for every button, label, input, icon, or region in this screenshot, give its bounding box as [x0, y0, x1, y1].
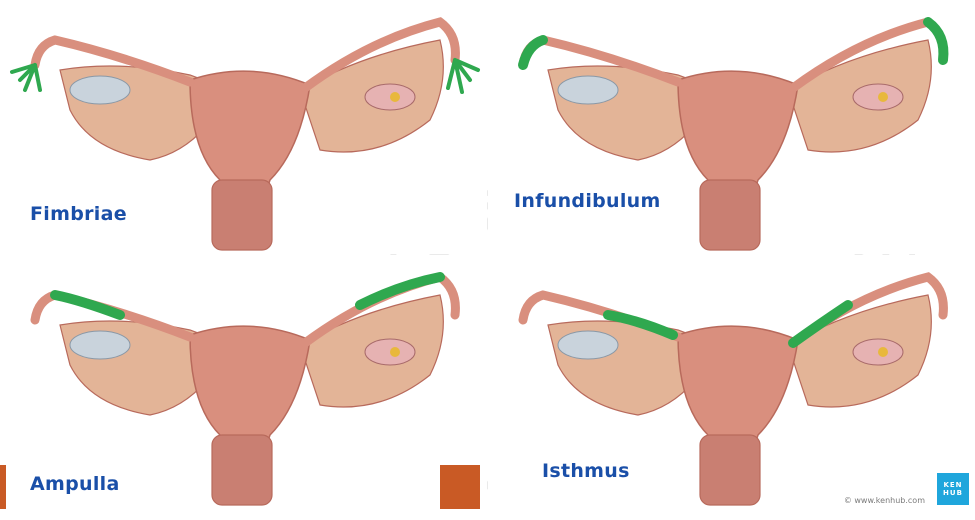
follicle	[878, 347, 888, 357]
uterus-illustration	[0, 255, 487, 509]
vagina	[212, 435, 272, 505]
vagina	[212, 180, 272, 250]
panel-fimbriae: Fimbriae	[0, 0, 487, 254]
part-label: Fimbriae	[30, 203, 127, 225]
highlight-fimbriae	[448, 60, 478, 92]
credit-text: © www.kenhub.com	[844, 496, 925, 505]
part-label: Infundibulum	[514, 190, 661, 212]
ovary-left	[70, 331, 130, 359]
highlight-fimbriae	[12, 65, 40, 90]
follicle	[878, 92, 888, 102]
uterus-illustration	[488, 0, 975, 254]
logo-line-2: HUB	[943, 489, 963, 497]
ovary-left	[70, 76, 130, 104]
accent-bar	[0, 465, 6, 509]
follicle	[390, 347, 400, 357]
accent-bar	[440, 465, 480, 509]
vagina	[700, 435, 760, 505]
panel-infundibulum: Infundibulum	[488, 0, 975, 254]
panel-isthmus: Isthmus © www.kenhub.com KEN HUB	[488, 255, 975, 509]
part-label: Ampulla	[30, 473, 120, 495]
ovary-left	[558, 331, 618, 359]
logo-line-1: KEN	[943, 481, 962, 489]
part-label: Isthmus	[542, 460, 630, 482]
panel-ampulla: Ampulla	[0, 255, 487, 509]
highlight-infundibulum	[523, 40, 543, 65]
ovary-left	[558, 76, 618, 104]
kenhub-logo: KEN HUB	[937, 473, 969, 505]
follicle	[390, 92, 400, 102]
vagina	[700, 180, 760, 250]
